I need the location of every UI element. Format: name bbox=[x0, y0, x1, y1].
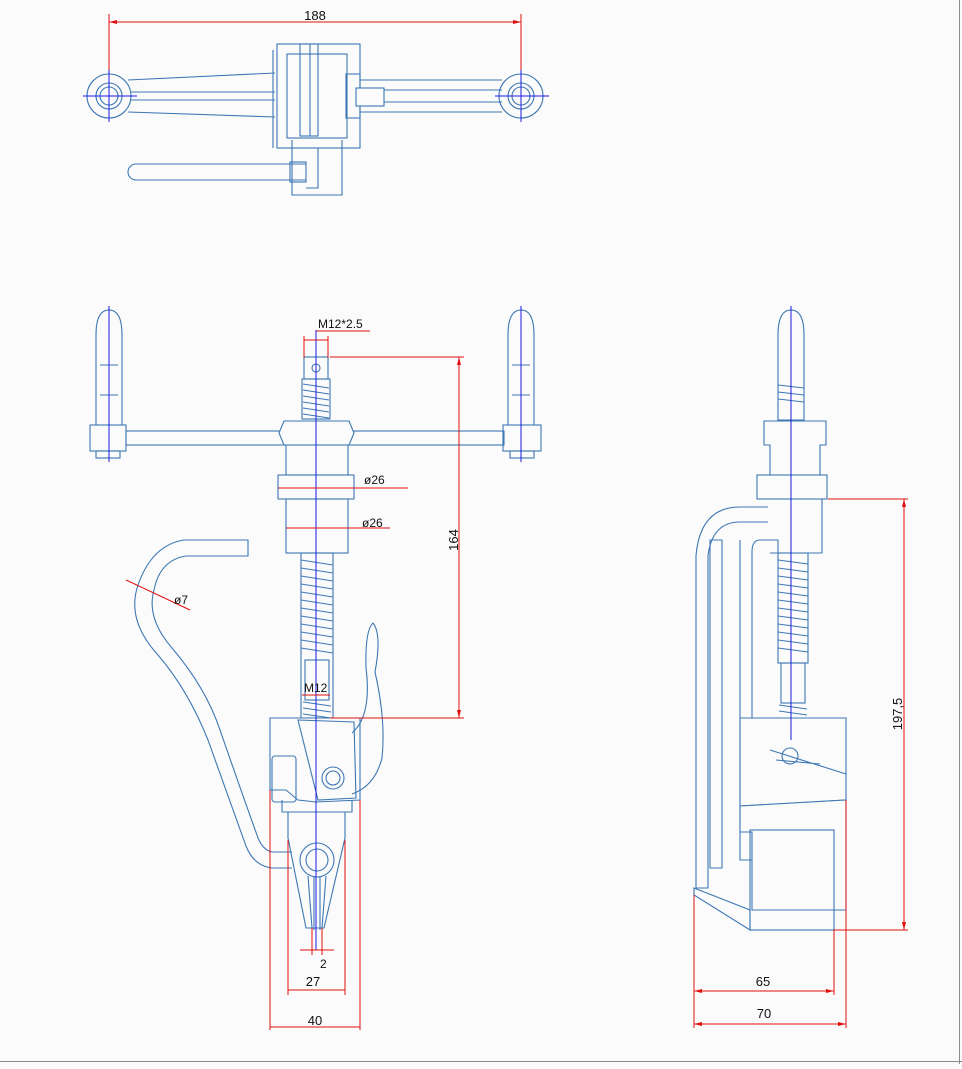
dim-side-depth-1: 65 bbox=[693, 895, 835, 1028]
dim-rod-dia: ø7 bbox=[125, 579, 191, 611]
dim-body-width: 40 bbox=[269, 790, 361, 1030]
dim-text-27: 27 bbox=[306, 974, 320, 989]
dim-text-dia26-b: ø26 bbox=[362, 516, 383, 530]
side-view: 197,5 65 70 bbox=[693, 306, 908, 1028]
dim-collar-1: ø26 bbox=[278, 473, 408, 489]
dim-text-197-5: 197,5 bbox=[890, 698, 905, 731]
dim-text-2: 2 bbox=[320, 957, 327, 971]
dim-collar-2: ø26 bbox=[286, 516, 390, 530]
dim-text-65: 65 bbox=[756, 974, 770, 989]
front-view: M12*2.5 ø26 ø26 ø7 164 M12 bbox=[89, 306, 542, 1030]
dim-slot-gap: 2 bbox=[300, 928, 334, 971]
top-view: 188 bbox=[83, 8, 549, 196]
dim-side-height: 197,5 bbox=[828, 498, 908, 931]
dim-thread-top: M12*2.5 bbox=[303, 317, 370, 358]
dim-text-70: 70 bbox=[757, 1006, 771, 1021]
dim-text-m12x25: M12*2.5 bbox=[318, 317, 363, 331]
dim-jaw-width: 27 bbox=[287, 840, 346, 995]
dim-text-dia26-a: ø26 bbox=[364, 473, 385, 487]
dim-text-dia7: ø7 bbox=[174, 593, 188, 607]
dim-text-40: 40 bbox=[308, 1013, 322, 1028]
frame-bottom-border bbox=[0, 1061, 962, 1062]
dim-text-164: 164 bbox=[446, 529, 461, 551]
dim-text-m12: M12 bbox=[304, 681, 328, 695]
dim-side-depth-2: 70 bbox=[694, 800, 847, 1028]
dim-thread-bottom: M12 bbox=[302, 681, 330, 696]
dim-text-188: 188 bbox=[304, 8, 326, 23]
dim-travel-height: 164 bbox=[330, 356, 464, 719]
frame-right-border bbox=[959, 0, 960, 1064]
